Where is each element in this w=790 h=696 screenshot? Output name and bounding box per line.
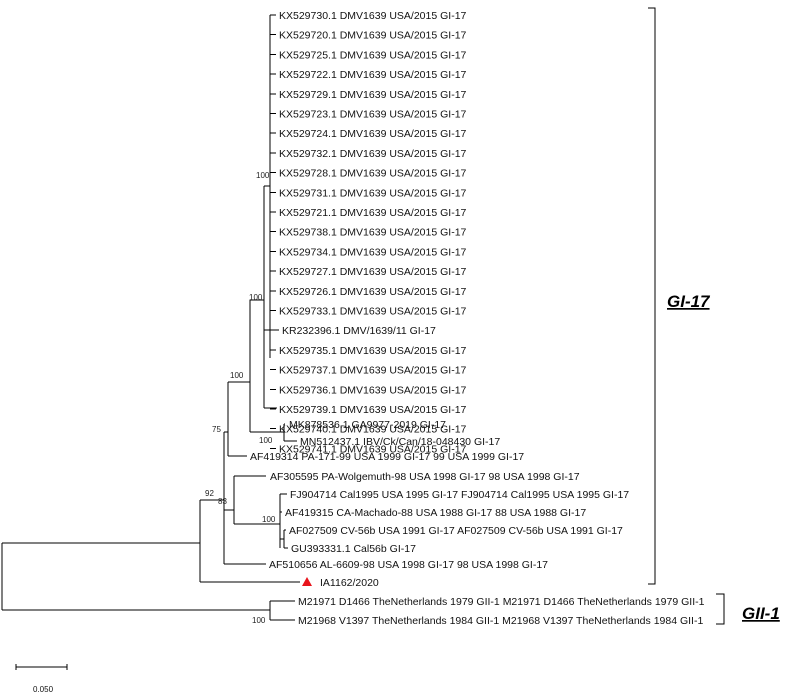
taxon-label: KX529721.1 DMV1639 USA/2015 GI-17 (279, 207, 467, 219)
bootstrap-value: 83 (218, 497, 227, 506)
taxon-label: KX529733.1 DMV1639 USA/2015 GI-17 (279, 306, 467, 318)
clade-label-gii1: GII-1 (742, 604, 780, 623)
bootstrap-values: 100 100 100 100 75 83 100 92 100 (205, 171, 276, 625)
taxon-label: M21971 D1466 TheNetherlands 1979 GII-1 M… (298, 596, 705, 608)
taxon-label: KX529734.1 DMV1639 USA/2015 GI-17 (279, 246, 467, 258)
taxon-label: AF419314 PA-171-99 USA 1999 GI-17 99 USA… (250, 451, 524, 463)
taxon-label: KX529740.1 DMV1639 USA/2015 GI-17 (279, 424, 467, 436)
taxon-label: KX529728.1 DMV1639 USA/2015 GI-17 (279, 168, 467, 180)
taxon-label: KX529741.1 DMV1639 USA/2015 GI-17 (279, 443, 467, 455)
taxon-label: MN512437.1 IBV/Ck/Can/18-048430 GI-17 (300, 436, 500, 448)
taxon-label: KX529720.1 DMV1639 USA/2015 GI-17 (279, 30, 467, 42)
bootstrap-value: 92 (205, 489, 214, 498)
tree-branches (1, 15, 300, 621)
bootstrap-value: 75 (212, 425, 221, 434)
bootstrap-value: 100 (252, 616, 266, 625)
taxon-label: KR232396.1 DMV/1639/11 GI-17 (282, 325, 436, 337)
taxon-label: AF305595 PA-Wolgemuth-98 USA 1998 GI-17 … (270, 471, 580, 483)
bootstrap-value: 100 (256, 171, 270, 180)
bootstrap-value: 100 (262, 515, 276, 524)
taxon-label: KX529737.1 DMV1639 USA/2015 GI-17 (279, 365, 467, 377)
bootstrap-value: 100 (230, 371, 244, 380)
taxon-label: M21968 V1397 TheNetherlands 1984 GII-1 M… (298, 615, 703, 627)
taxon-label: KX529738.1 DMV1639 USA/2015 GI-17 (279, 227, 467, 239)
clade-label-gi17: GI-17 (667, 292, 711, 311)
gii1-bracket (716, 593, 725, 625)
bootstrap-value: 100 (259, 436, 273, 445)
taxon-label: KX529726.1 DMV1639 USA/2015 GI-17 (279, 286, 467, 298)
taxon-label: KX529732.1 DMV1639 USA/2015 GI-17 (279, 148, 467, 160)
taxon-label-ia1162: IA1162/2020 (320, 577, 379, 589)
taxon-label: FJ904714 Cal1995 USA 1995 GI-17 FJ904714… (290, 489, 629, 501)
taxon-label: KX529729.1 DMV1639 USA/2015 GI-17 (279, 89, 467, 101)
taxon-label: KX529723.1 DMV1639 USA/2015 GI-17 (279, 109, 467, 121)
bootstrap-value: 100 (249, 293, 263, 302)
taxon-label: KX529722.1 DMV1639 USA/2015 GI-17 (279, 69, 467, 81)
taxon-label: KX529736.1 DMV1639 USA/2015 GI-17 (279, 384, 467, 396)
taxon-label: KX529735.1 DMV1639 USA/2015 GI-17 (279, 345, 467, 357)
scale-bar: 0.050 (15, 664, 68, 694)
taxon-label: KX529731.1 DMV1639 USA/2015 GI-17 (279, 187, 467, 199)
clade-brackets: GI-17 GII-1 (648, 7, 780, 625)
taxon-label: AF510656 AL-6609-98 USA 1998 GI-17 98 US… (269, 559, 548, 571)
taxon-label: MK878536.1 GA9977-2019 GI-17 (289, 419, 446, 431)
taxon-labels: MK878536.1 GA9977-2019 GI-17 MN512437.1 … (250, 10, 705, 627)
taxon-label: AF027509 CV-56b USA 1991 GI-17 AF027509 … (289, 525, 623, 537)
taxon-label: KX529727.1 DMV1639 USA/2015 GI-17 (279, 266, 467, 278)
triangle-marker-icon (302, 577, 312, 586)
taxon-label: KX529739.1 DMV1639 USA/2015 GI-17 (279, 404, 467, 416)
dmv-leaf-branches (264, 14, 279, 449)
taxon-label: KX529730.1 DMV1639 USA/2015 GI-17 (279, 10, 467, 22)
taxon-label: KX529725.1 DMV1639 USA/2015 GI-17 (279, 49, 467, 61)
gi17-bracket (648, 7, 656, 585)
taxon-label: AF419315 CA-Machado-88 USA 1988 GI-17 88… (285, 507, 586, 519)
scale-bar-label: 0.050 (33, 685, 54, 694)
taxon-label: GU393331.1 Cal56b GI-17 (291, 543, 416, 555)
taxon-label: KX529724.1 DMV1639 USA/2015 GI-17 (279, 128, 467, 140)
